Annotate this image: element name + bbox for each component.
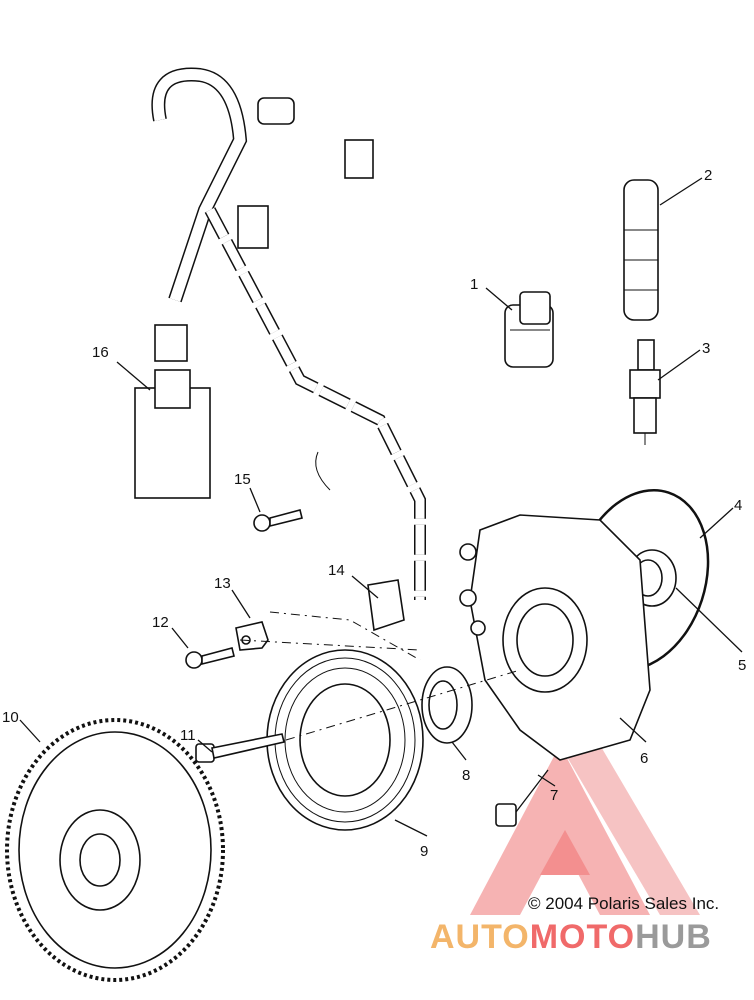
callout-3: 3 <box>702 340 710 357</box>
callout-15: 15 <box>234 471 251 488</box>
flywheel <box>5 718 225 982</box>
wiring-harness <box>151 67 426 600</box>
pickup-sensor <box>367 579 405 632</box>
callout-labels: 1 2 3 4 5 6 7 8 9 10 11 12 13 14 15 16 <box>2 167 746 860</box>
callout-13: 13 <box>214 575 231 592</box>
stator <box>266 649 424 831</box>
callout-6: 6 <box>640 750 648 767</box>
watermark-part-auto: AUTO <box>430 918 530 956</box>
leader-lines <box>19 177 743 837</box>
watermark-part-hub: HUB <box>635 918 712 956</box>
assembly-lines <box>239 611 521 741</box>
callout-9: 9 <box>420 843 428 860</box>
stator-plate <box>459 514 651 761</box>
bracket <box>235 621 269 651</box>
bolt-11 <box>195 733 285 763</box>
screw-15 <box>253 509 303 532</box>
callout-7: 7 <box>550 787 558 804</box>
watermark-text: AUTOMOTOHUB <box>430 918 712 957</box>
callout-11: 11 <box>180 727 196 744</box>
callout-16: 16 <box>92 344 109 361</box>
copyright-text: © 2004 Polaris Sales Inc. <box>528 894 720 913</box>
spark-plug-cap <box>623 179 659 321</box>
callout-14: 14 <box>328 562 345 579</box>
watermark-logo <box>470 745 700 915</box>
screw-12 <box>185 647 235 669</box>
callout-4: 4 <box>734 497 742 514</box>
watermark-part-moto: MOTO <box>529 918 636 956</box>
callout-8: 8 <box>462 767 470 784</box>
callout-2: 2 <box>704 167 712 184</box>
bearing <box>421 666 473 744</box>
ignition-coil <box>504 6 645 368</box>
callout-5: 5 <box>738 657 746 674</box>
callout-1: 1 <box>470 276 478 293</box>
callout-12: 12 <box>152 614 169 631</box>
spark-plug <box>629 339 661 445</box>
bolt-7 <box>495 769 549 827</box>
cdi-box <box>134 369 211 499</box>
callout-10: 10 <box>2 709 19 726</box>
